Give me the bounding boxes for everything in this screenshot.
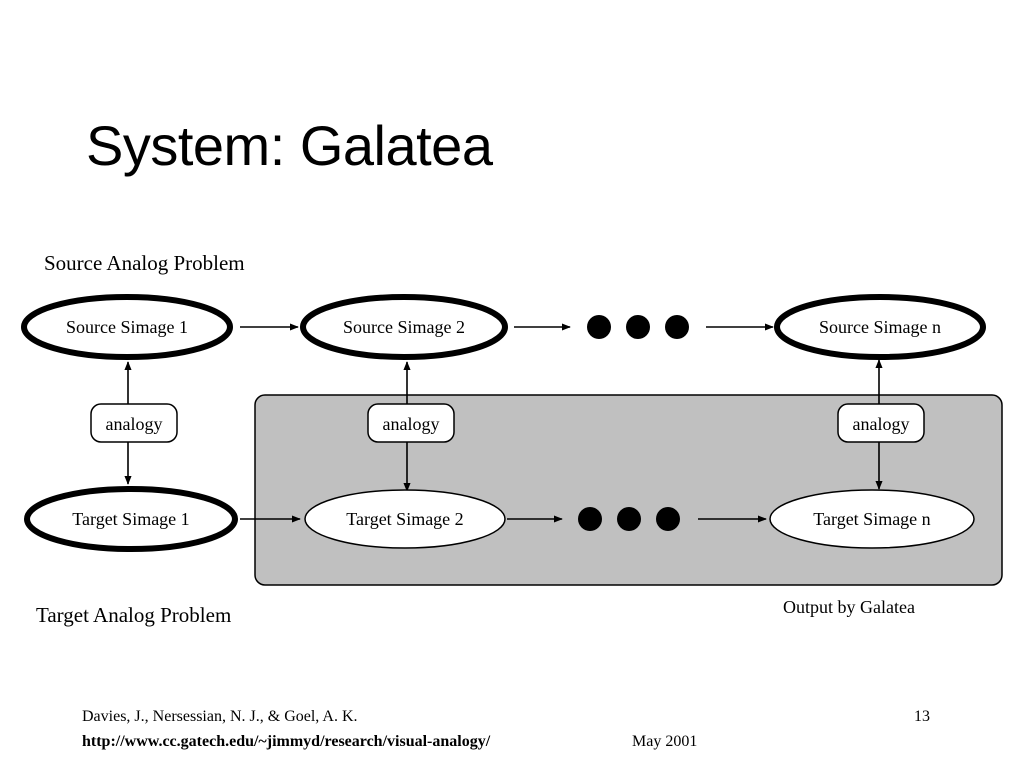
source-node-2 — [300, 294, 508, 360]
source-ellipsis-dots — [587, 315, 689, 339]
target-ellipsis-dots — [578, 507, 680, 531]
analogy-label-2: analogy — [383, 414, 440, 434]
analogy-label-1: analogy — [106, 414, 163, 434]
target-node-n — [769, 489, 975, 549]
page-number: 13 — [914, 708, 930, 725]
target-node-1 — [24, 486, 238, 552]
analogy-label-n: analogy — [853, 414, 910, 434]
source-node-1 — [21, 294, 233, 360]
galatea-diagram: Source Analog Problem Target Analog Prob… — [21, 251, 1003, 627]
source-node-1-label: Source Simage 1 — [66, 317, 188, 337]
source-node-n — [774, 294, 986, 360]
target-problem-heading: Target Analog Problem — [36, 603, 231, 627]
footer-url[interactable]: http://www.cc.gatech.edu/~jimmyd/researc… — [82, 733, 491, 750]
footer-date: May 2001 — [632, 733, 698, 750]
target-node-n-label: Target Simage n — [813, 509, 930, 529]
target-node-1-label: Target Simage 1 — [72, 509, 189, 529]
source-node-2-label: Source Simage 2 — [343, 317, 465, 337]
target-node-2 — [304, 489, 506, 549]
source-node-n-label: Source Simage n — [819, 317, 941, 337]
output-label: Output by Galatea — [783, 597, 915, 617]
footer-authors: Davies, J., Nersessian, N. J., & Goel, A… — [82, 708, 358, 725]
slide-title: System: Galatea — [86, 114, 493, 177]
source-problem-heading: Source Analog Problem — [44, 251, 245, 275]
target-node-2-label: Target Simage 2 — [346, 509, 463, 529]
